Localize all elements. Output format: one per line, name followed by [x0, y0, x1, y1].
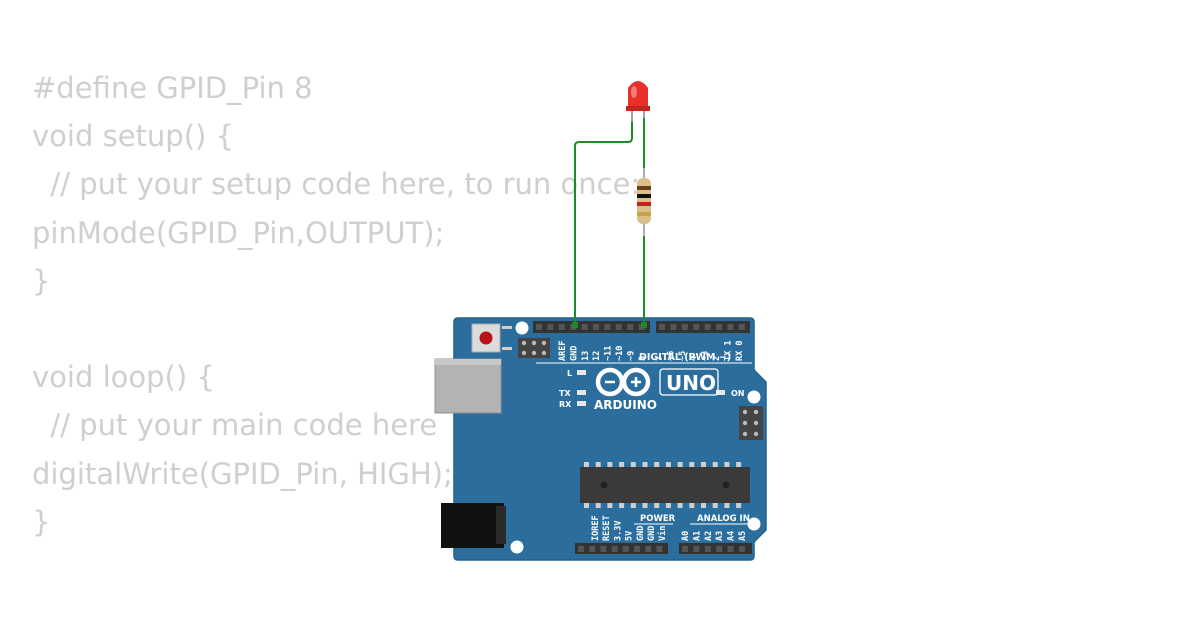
- pin-label: 5V: [625, 531, 635, 541]
- status-leds: L TX RX ON: [559, 369, 745, 409]
- power-header: [575, 543, 668, 554]
- arduino-logo: ARDUINO UNO: [594, 367, 719, 412]
- pin-label: A3: [715, 531, 725, 541]
- pin-label: A1: [692, 531, 702, 541]
- code-line: }: [32, 263, 51, 298]
- svg-text:RX: RX: [559, 400, 572, 409]
- power-label: POWER: [640, 514, 676, 524]
- analog-header: [679, 543, 752, 554]
- pin-label: A4: [727, 531, 737, 541]
- wire-gnd[interactable]: [574, 112, 633, 327]
- icsp-header-top: [518, 338, 550, 358]
- pin-label: 3.3V: [613, 521, 623, 541]
- pin-label: A0: [681, 531, 691, 541]
- code-line: digitalWrite(GPID_Pin, HIGH);: [32, 456, 453, 491]
- code-line: // put your main code here: [32, 408, 438, 443]
- analog-label: ANALOG IN: [697, 514, 750, 524]
- digital-header: [533, 321, 750, 333]
- svg-text:L: L: [567, 369, 572, 378]
- pin-label: 7: [655, 356, 665, 361]
- code-line: // put your setup code here, to run once…: [32, 167, 641, 202]
- code-listing: #define GPID_Pin 8 void setup() { // put …: [32, 64, 640, 546]
- pin-label: 12: [592, 351, 602, 361]
- code-line: #define GPID_Pin 8: [32, 71, 313, 105]
- pin-label: 8: [638, 356, 648, 361]
- atmega-chip: [580, 462, 750, 508]
- code-line: }: [32, 504, 51, 539]
- board-model: UNO: [666, 371, 716, 395]
- pin-label: ~10: [615, 346, 625, 361]
- red-led[interactable]: [626, 81, 650, 122]
- pin-label: ~3: [701, 351, 711, 361]
- pin-label: ~9: [626, 351, 636, 361]
- pin-label: A5: [738, 531, 748, 541]
- pin-label: RX 0: [735, 341, 745, 361]
- pin-label: TX 1: [723, 341, 733, 361]
- pin-label: ~6: [666, 351, 676, 361]
- pin-label: 2: [712, 356, 722, 361]
- reset-button[interactable]: [471, 323, 501, 353]
- pin-label: 13: [581, 351, 591, 361]
- pin-label: GND: [636, 526, 646, 541]
- pin-label: ~5: [678, 351, 688, 361]
- usb-connector: [434, 358, 502, 414]
- dc-power-jack: [441, 503, 506, 548]
- pin-label: GND: [569, 346, 579, 361]
- pin-label: AREF: [558, 341, 568, 361]
- pin-label: 4: [689, 356, 699, 361]
- resistor[interactable]: [637, 168, 651, 236]
- svg-text:ON: ON: [731, 389, 745, 398]
- pin-label: RESET: [602, 515, 612, 541]
- pin-label: IOREF: [591, 515, 601, 541]
- code-line: pinMode(GPID_Pin,OUTPUT);: [32, 215, 445, 250]
- pin-label: A2: [704, 531, 714, 541]
- icsp-header-right: [739, 406, 763, 440]
- code-line: void setup() {: [32, 119, 234, 154]
- digital-header-label: DIGITAL (PWM ~): [639, 352, 731, 363]
- pin-label: GND: [647, 526, 657, 541]
- svg-text:TX: TX: [559, 389, 571, 398]
- code-line: void loop() {: [32, 360, 215, 395]
- pin-label: ~11: [604, 346, 614, 361]
- pin-label: Vin: [657, 526, 668, 541]
- arduino-brand: ARDUINO: [594, 398, 657, 412]
